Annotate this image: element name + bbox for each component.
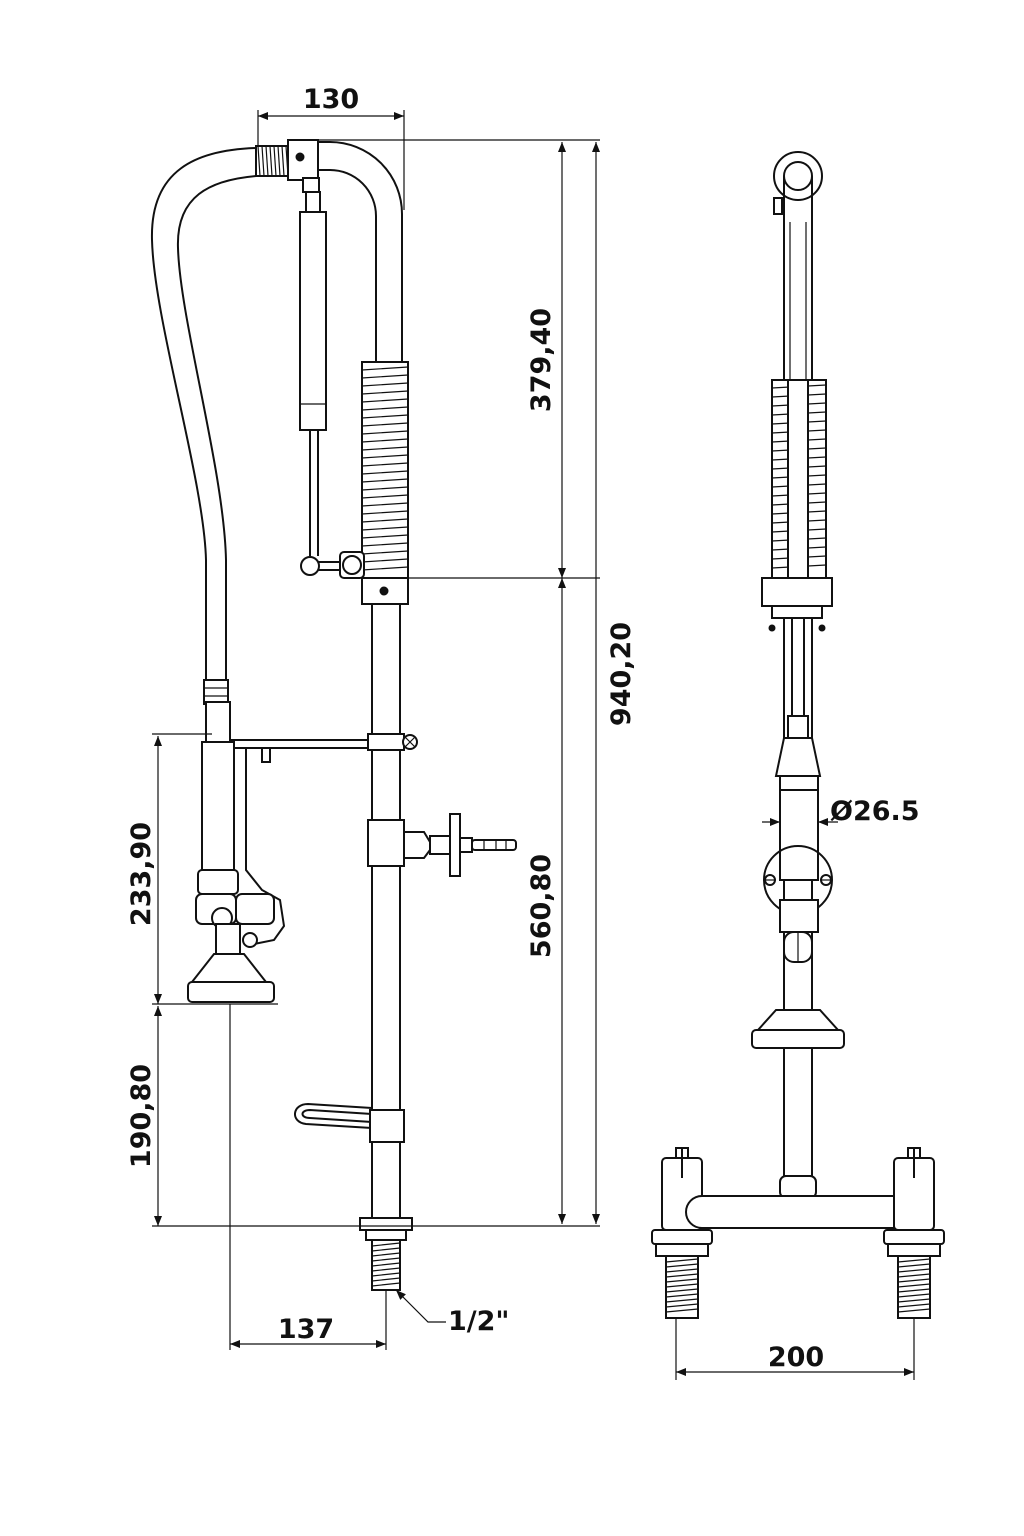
dim-upper-height: 379,40 [526,308,557,412]
hook-holder [294,1102,405,1143]
gooseneck [318,141,403,362]
front-flange [751,1009,845,1199]
base-inlet [359,1217,413,1291]
hose [150,147,257,705]
dim-spray-offset: 137 [278,1314,334,1345]
front-upper-column [761,176,833,1100]
deck-mount [651,1147,945,1319]
dim-inlet-thread: 1/2" [448,1306,510,1337]
dim-spray-base-height: 190,80 [126,1064,157,1168]
spring [361,361,409,579]
mount-width-dim [675,1318,915,1380]
damper [299,191,365,579]
dimension-lines [152,110,600,1350]
dim-lower-height: 560,80 [526,854,557,958]
dim-top-width: 130 [303,84,359,115]
front-spray [774,715,822,881]
dim-total-height: 940,20 [606,622,637,726]
wall-bracket [367,813,517,877]
dim-mount-width: 200 [768,1342,824,1373]
dim-spray-height: 233,90 [126,822,157,926]
front-swivel [773,151,823,215]
front-view: Ø26.5 [651,151,945,1380]
spray-valve [187,701,286,1003]
dim-column-diameter: Ø26.5 [830,796,920,827]
top-fitting [255,139,320,193]
front-wall-plate [763,845,833,963]
side-view: 130 379,40 940,20 560,80 233,90 190,80 1… [126,84,637,1350]
